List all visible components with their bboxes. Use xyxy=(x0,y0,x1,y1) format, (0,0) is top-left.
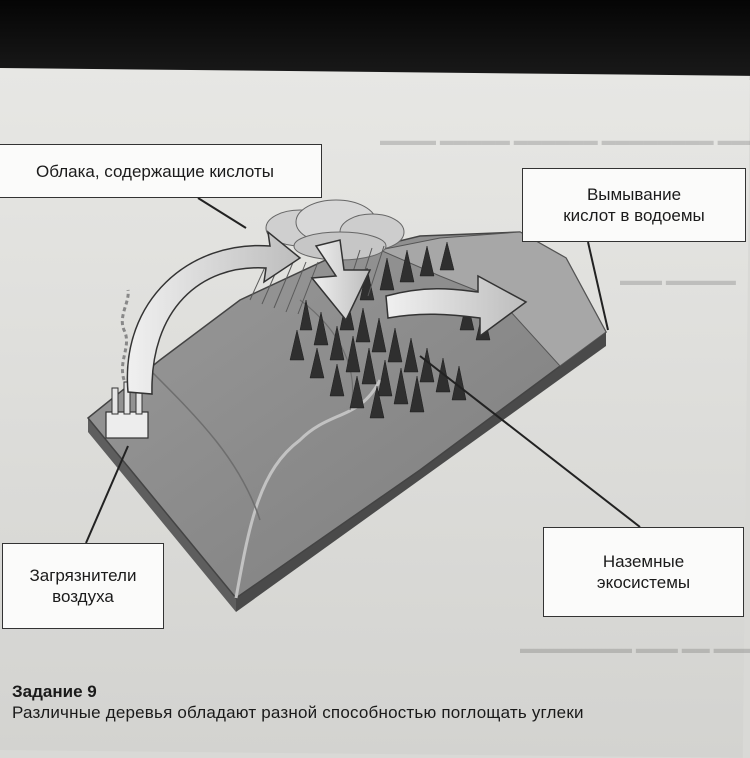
pointer-clouds xyxy=(197,197,247,229)
label-polluters: Загрязнители воздуха xyxy=(2,543,164,629)
task-text: Различные деревья обладают разной способ… xyxy=(12,703,584,722)
arrow-rain-to-forest xyxy=(310,239,372,322)
arrow-emissions-to-clouds xyxy=(126,230,302,395)
task-section: Задание 9 Различные деревья обладают раз… xyxy=(12,682,750,723)
show-through-text: ▬▬▬▬▬ ▬▬▬ xyxy=(620,272,736,288)
acid-cloud xyxy=(265,199,405,261)
show-through-text: ▬▬▬▬▬▬ ▬▬▬▬▬▬▬▬ ▬▬▬▬▬▬ ▬▬▬▬▬ ▬▬▬▬ xyxy=(380,132,750,148)
pointer-washout xyxy=(587,241,609,331)
mountain xyxy=(378,231,607,367)
pointer-polluters xyxy=(85,445,129,544)
terrain-contour-2 xyxy=(299,299,354,411)
arrow-washout-to-water xyxy=(385,274,528,338)
show-through-text: ▬▬▬▬▬▬ ▬▬▬▬▬▬▬▬ ▬▬ ▬▬▬ ▬▬▬▬▬▬▬▬ xyxy=(520,640,750,656)
label-washout: Вымывание кислот в водоемы xyxy=(522,168,746,242)
pointer-ecosystems xyxy=(419,355,641,528)
background-dark-area xyxy=(0,0,750,80)
forest xyxy=(289,241,491,419)
label-clouds: Облака, содержащие кислоты xyxy=(0,144,322,198)
terrain-contour xyxy=(149,369,261,521)
terrain-right-face xyxy=(236,332,606,612)
label-ecosystems: Наземные экосистемы xyxy=(543,527,744,617)
label-washout-text: Вымывание кислот в водоемы xyxy=(563,185,705,225)
task-title: Задание 9 xyxy=(12,682,97,701)
label-clouds-text: Облака, содержащие кислоты xyxy=(36,161,274,181)
label-polluters-text: Загрязнители воздуха xyxy=(29,566,137,606)
factory xyxy=(105,381,149,439)
factory-smoke xyxy=(120,289,130,381)
label-ecosystems-text: Наземные экосистемы xyxy=(596,552,691,592)
terrain-front-face xyxy=(88,418,236,612)
